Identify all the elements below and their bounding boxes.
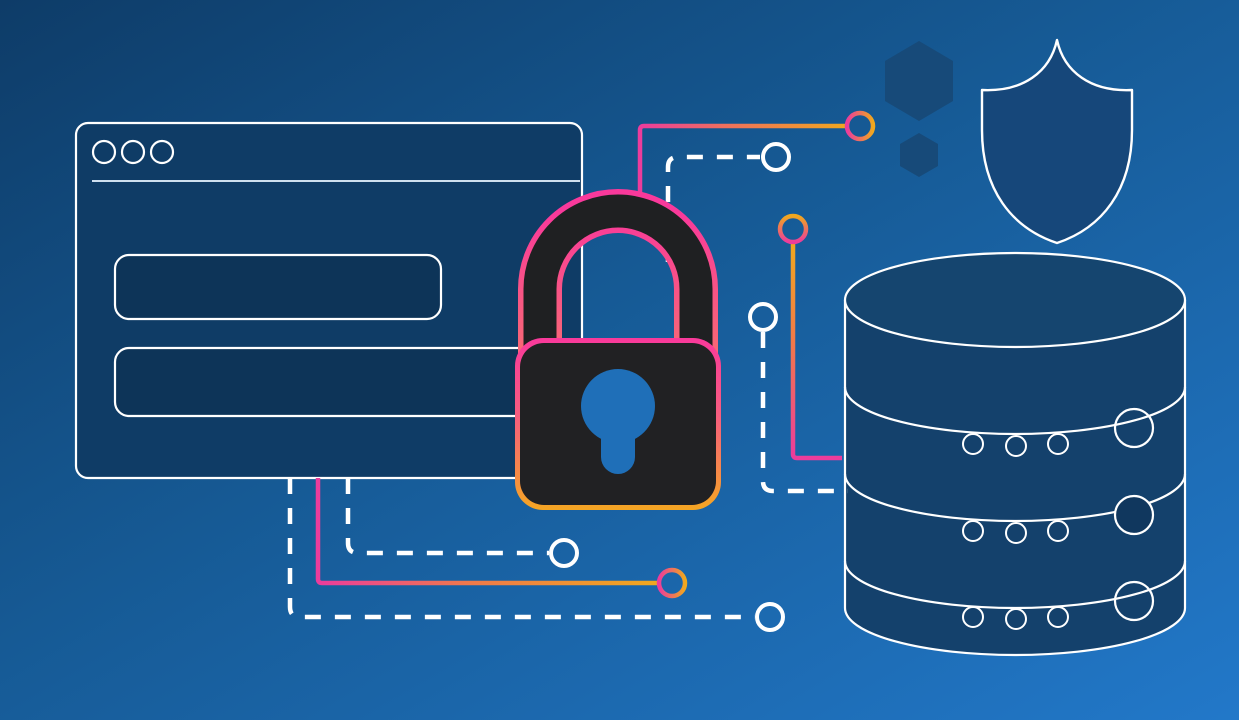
connector-top-gradient-path — [637, 123, 848, 214]
database-top-ellipse — [843, 251, 1187, 349]
padlock-keyhole-icon — [581, 369, 655, 474]
hexagon-group — [885, 41, 953, 177]
connector-right-dashed-path — [760, 332, 848, 494]
db-port-large-icon — [1113, 580, 1155, 622]
database-body — [845, 300, 1185, 655]
database-outline — [843, 300, 1187, 657]
connector-top-gradient-node — [844, 110, 876, 142]
padlock-icon[interactable] — [515, 189, 721, 510]
database-tier-1-arc — [843, 386, 1187, 436]
db-port-small-icon — [1005, 435, 1027, 457]
db-port-small-icon — [1005, 522, 1027, 544]
database-cylinder[interactable] — [843, 251, 1187, 657]
hexagon-small-icon — [900, 133, 938, 177]
db-ports-tier-2 — [962, 494, 1155, 544]
input-field-1[interactable] — [113, 253, 443, 321]
db-port-small-icon — [1047, 606, 1069, 628]
hexagon-large-icon — [885, 41, 953, 121]
connector-top-dashed-node — [761, 142, 791, 172]
db-port-small-icon — [962, 520, 984, 542]
connector-top-dashed-path — [665, 154, 760, 262]
window-dot-minimize-icon[interactable] — [120, 139, 146, 165]
connector-mid-dashed-node — [549, 538, 579, 568]
database-tier-3-arc — [843, 560, 1187, 610]
connector-bottom-gradient — [315, 478, 688, 599]
connector-bottom-dashed — [287, 478, 785, 632]
connector-right-dashed — [748, 302, 848, 494]
db-port-small-icon — [962, 606, 984, 628]
db-port-large-icon — [1113, 407, 1155, 449]
connector-right-gradient-path — [790, 243, 842, 461]
db-port-large-icon — [1113, 494, 1155, 536]
connector-top-gradient — [637, 110, 876, 214]
shield-icon — [980, 38, 1134, 245]
connector-bottom-gradient-node — [656, 567, 688, 599]
connector-right-gradient — [777, 213, 842, 461]
db-ports-tier-3 — [962, 580, 1155, 630]
db-port-small-icon — [1047, 520, 1069, 542]
db-port-small-icon — [1047, 433, 1069, 455]
window-dot-maximize-icon[interactable] — [149, 139, 175, 165]
browser-window[interactable] — [74, 121, 587, 480]
connector-top-dashed — [665, 142, 791, 262]
db-port-small-icon — [962, 433, 984, 455]
connector-bottom-dashed-path — [287, 478, 755, 620]
padlock-shackle-core — [523, 194, 713, 360]
window-dot-close-icon[interactable] — [91, 139, 117, 165]
connector-mid-dashed-path — [345, 478, 549, 556]
input-field-2[interactable] — [113, 346, 587, 418]
connector-right-gradient-node — [777, 213, 809, 245]
db-ports-tier-1 — [962, 407, 1155, 457]
connector-bottom-gradient-path — [315, 478, 659, 586]
db-port-small-icon — [1005, 608, 1027, 630]
connector-bottom-dashed-node — [755, 602, 785, 632]
database-tier-2-arc — [843, 473, 1187, 523]
connector-mid-dashed — [345, 478, 579, 568]
connector-right-dashed-node — [748, 302, 778, 332]
